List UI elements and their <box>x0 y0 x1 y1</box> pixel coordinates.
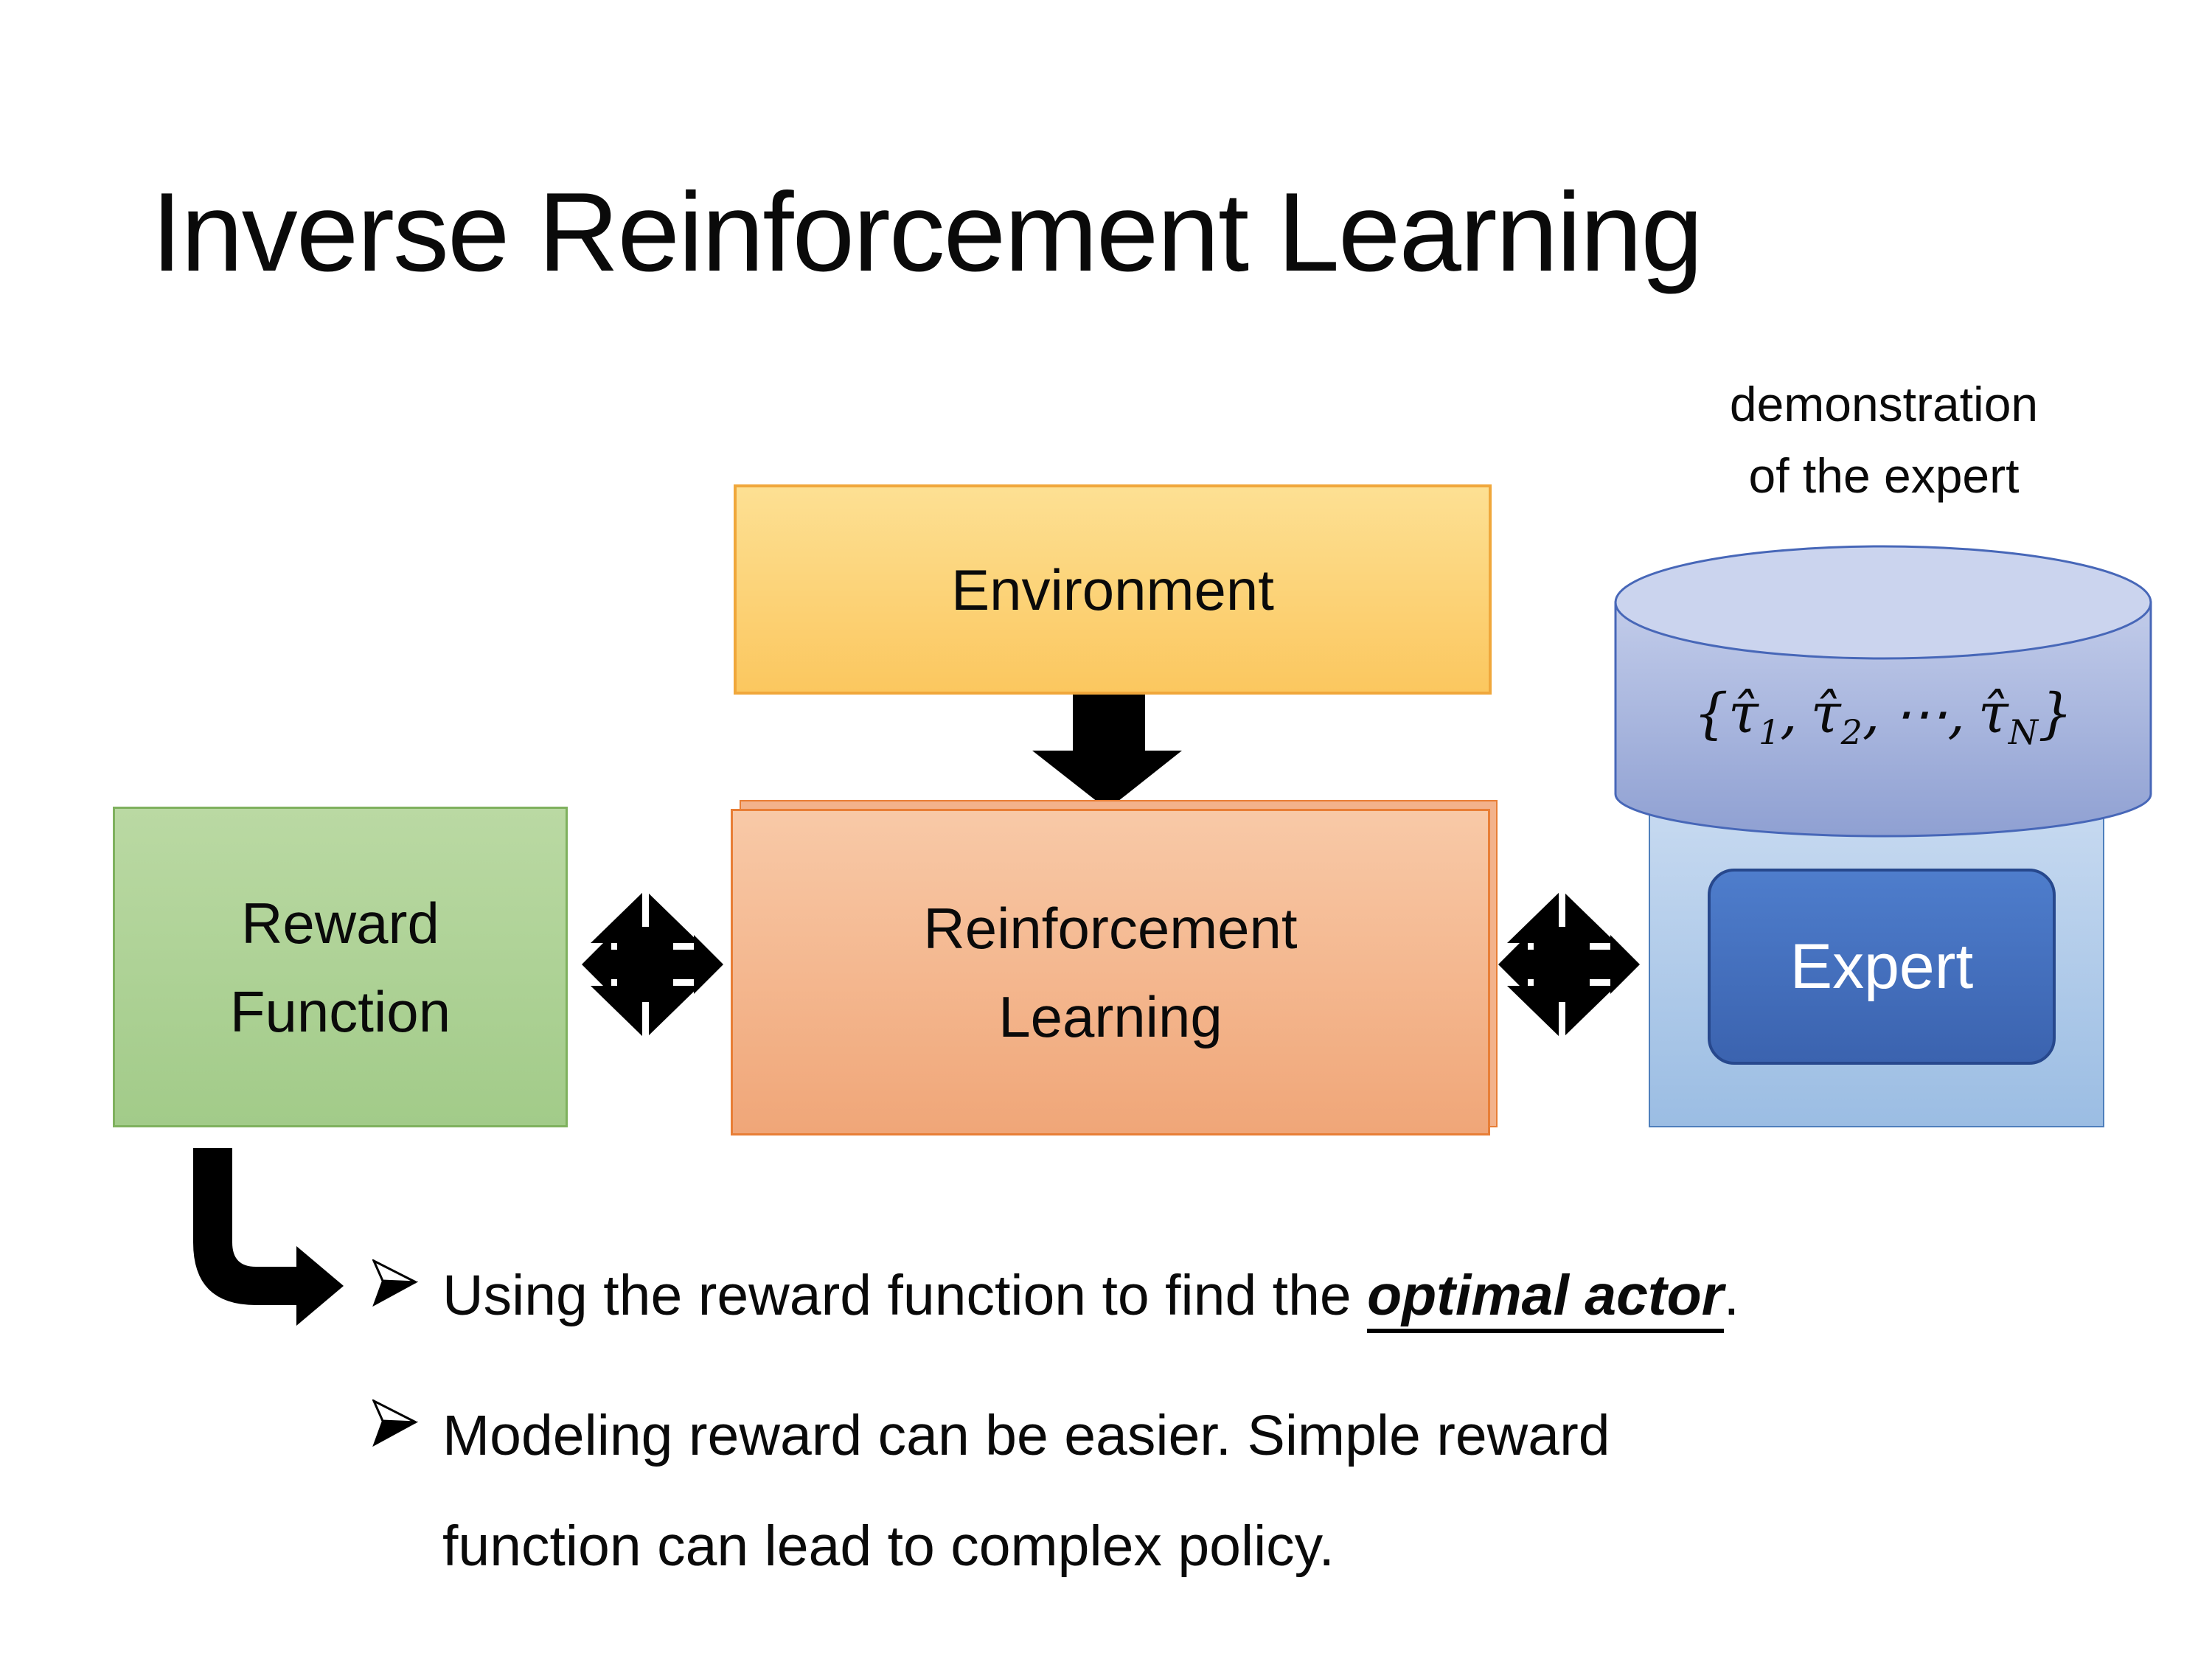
page-title: Inverse Reinforcement Learning <box>151 170 1703 295</box>
bullet-1-period: . <box>1723 1264 1739 1327</box>
bullet-1-emphasis: optimal actor <box>1367 1264 1724 1333</box>
formula-sub1: 1 <box>1758 712 1781 752</box>
rl-label-line1: Reinforcement <box>923 895 1298 961</box>
reward-function-label: Reward Function <box>230 879 451 1056</box>
formula-sub2: 2 <box>1840 712 1863 752</box>
reward-function-box: Reward Function <box>113 807 568 1127</box>
bullet-2-line2: function can lead to complex policy. <box>442 1514 1335 1578</box>
bullet-arrow-icon <box>372 1259 418 1307</box>
expert-label: Expert <box>1790 931 1974 1002</box>
bullet-1: Using the reward function to find the op… <box>442 1240 1739 1351</box>
demonstrations-database-cylinder-icon <box>1614 545 2152 838</box>
bullet-arrow-icon <box>372 1399 418 1447</box>
bullet-2-line1: Modeling reward can be easier. Simple re… <box>442 1404 1610 1467</box>
reinforcement-learning-box: Reinforcement Learning <box>731 809 1490 1135</box>
formula-comma: , <box>1780 682 1798 745</box>
formula-tau2: τ̂ <box>1810 682 1841 745</box>
environment-box: Environment <box>734 484 1492 695</box>
reinforcement-learning-label: Reinforcement Learning <box>923 884 1297 1061</box>
expert-box: Expert <box>1708 869 2056 1065</box>
double-arrow-icon-left <box>582 890 723 1039</box>
demonstration-annotation-line1: demonstration <box>1729 377 2039 431</box>
bullet-2: Modeling reward can be easier. Simple re… <box>442 1380 1610 1601</box>
environment-label: Environment <box>951 557 1274 622</box>
double-arrow-icon-right <box>1498 890 1640 1039</box>
trajectory-set-formula: {τ̂1,τ̂2,⋯,τ̂N} <box>1613 682 2153 752</box>
formula-tauN: τ̂ <box>1978 682 2008 745</box>
down-arrow-icon <box>1032 695 1182 810</box>
formula-tau1: τ̂ <box>1728 682 1759 745</box>
formula-close-brace: } <box>2037 682 2073 745</box>
rl-label-line2: Learning <box>998 984 1222 1049</box>
demonstration-annotation: demonstration of the expert <box>1585 369 2183 512</box>
elbow-arrow-icon <box>193 1148 344 1326</box>
formula-cdots: ⋯ <box>1893 682 1948 745</box>
demonstration-annotation-line2: of the expert <box>1748 448 2020 503</box>
formula-comma: , <box>1947 682 1965 745</box>
reward-label-line2: Function <box>229 978 451 1044</box>
formula-comma: , <box>1862 682 1880 745</box>
formula-subN: N <box>2008 712 2038 752</box>
formula-open-brace: { <box>1693 682 1729 745</box>
reward-label-line1: Reward <box>241 890 439 956</box>
bullet-1-text: Using the reward function to find the <box>442 1264 1368 1327</box>
